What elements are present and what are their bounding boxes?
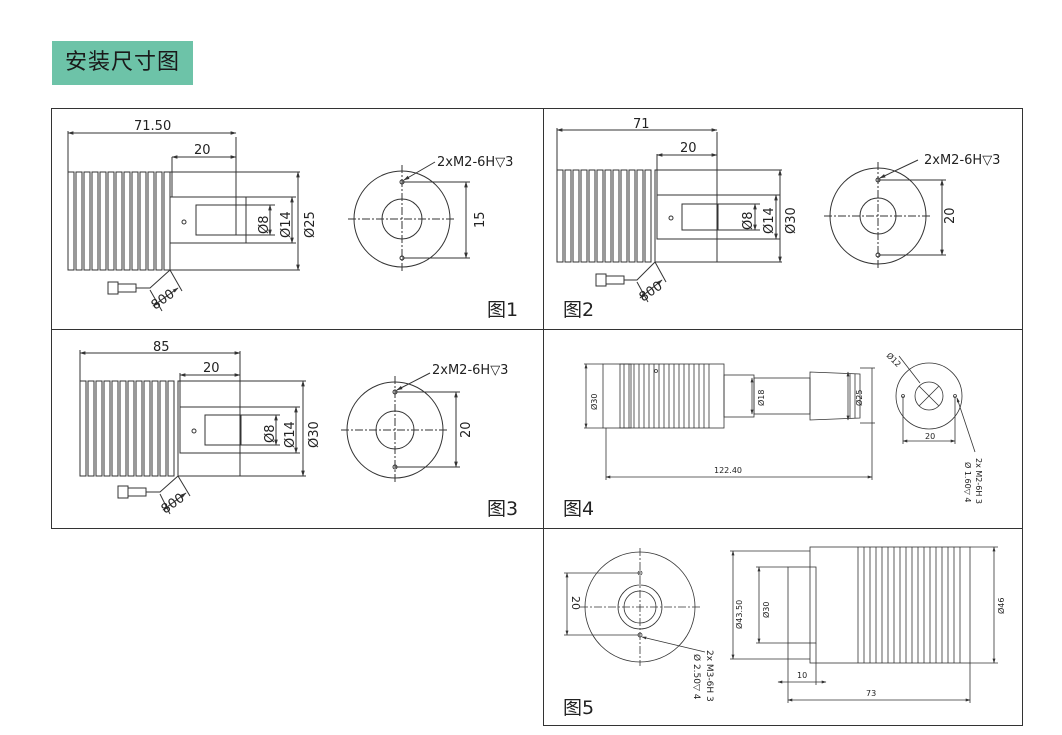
- fig5-short: 10: [797, 671, 807, 680]
- cable-connector: [107, 269, 171, 295]
- fig5-label: 图5: [563, 697, 594, 719]
- figure-1-side-view: [67, 131, 300, 312]
- fig3-front: 20: [203, 361, 220, 376]
- fig3-label: 图3: [487, 498, 518, 520]
- fig5-d-mid: Ø43.50: [734, 600, 744, 629]
- fig2-front: 20: [680, 141, 697, 156]
- figure-5-frame: [543, 528, 1023, 726]
- fig4-d-head: Ø25: [854, 390, 864, 406]
- figure-4-front-view: [895, 355, 976, 453]
- heatsink-fins: [79, 380, 175, 477]
- fig2-thread: 2xM2-6H▽3: [924, 153, 1000, 168]
- figure-4-side-view: [584, 363, 875, 480]
- section-title: 安装尺寸图: [64, 50, 180, 75]
- fig3-d1: Ø8: [263, 424, 278, 443]
- cable-connector: [595, 261, 656, 287]
- fig1-thread: 2xM2-6H▽3: [437, 155, 513, 170]
- heatsink-fins: [556, 169, 652, 263]
- fig3-thread: 2xM2-6H▽3: [432, 363, 508, 378]
- fig3-d3: Ø30: [307, 421, 322, 448]
- fig4-thread-2: Ø 1.60▽ 4: [963, 462, 973, 502]
- fig5-thread-1: 2x M3-6H 3: [704, 650, 714, 702]
- figure-4-frame: [543, 329, 1023, 529]
- fig1-cable: 800: [149, 287, 178, 314]
- figure-2-front-view: [824, 159, 946, 270]
- fig3-d2: Ø14: [283, 421, 298, 448]
- heatsink-fins: [857, 547, 961, 663]
- figure-5-side-view: [730, 546, 998, 703]
- fig5-length: 73: [866, 689, 876, 698]
- heatsink-fins: [623, 364, 710, 428]
- fig2-hole: 20: [943, 207, 958, 224]
- fig4-d-neck: Ø18: [756, 390, 766, 406]
- figure-1-front-view: [348, 161, 470, 273]
- figure-3-front-view: [341, 372, 460, 484]
- fig2-d2: Ø14: [762, 207, 777, 234]
- fig2-d1: Ø8: [741, 211, 756, 230]
- fig1-label: 图1: [487, 299, 518, 321]
- figure-5-front-view: [564, 548, 706, 666]
- fig1-front: 20: [194, 143, 211, 158]
- figure-2-side-view: [556, 128, 782, 303]
- figure-3-side-view: [79, 350, 306, 515]
- section-title-box: 安装尺寸图: [52, 41, 193, 85]
- fig3-hole: 20: [459, 421, 474, 438]
- fig4-d-body: Ø30: [589, 394, 599, 410]
- fig4-hole: 20: [925, 432, 935, 441]
- heatsink-fins: [67, 171, 171, 271]
- fig3-total: 85: [153, 340, 170, 355]
- fig5-d-outer: Ø46: [996, 598, 1006, 614]
- fig2-cable: 800: [637, 279, 666, 306]
- fig1-hole: 15: [473, 211, 488, 228]
- fig1-d2: Ø14: [279, 211, 294, 238]
- fig5-thread-2: Ø 2.50▽ 4: [691, 654, 702, 700]
- fig1-total: 71.50: [134, 119, 171, 134]
- fig4-label: 图4: [563, 498, 594, 520]
- fig5-d-inner: Ø30: [761, 602, 771, 618]
- fig2-total: 71: [633, 117, 650, 132]
- fig4-thread-1: 2x M2-6H 3: [974, 458, 983, 504]
- fig1-d3: Ø25: [303, 211, 318, 238]
- fig4-length: 122.40: [714, 466, 742, 475]
- fig5-hole: 20: [569, 596, 582, 610]
- fig4-d-center: Ø12: [885, 350, 904, 369]
- fig2-label: 图2: [563, 299, 594, 321]
- fig1-d1: Ø8: [257, 215, 272, 234]
- fig2-d3: Ø30: [784, 207, 799, 234]
- cable-connector: [117, 475, 179, 499]
